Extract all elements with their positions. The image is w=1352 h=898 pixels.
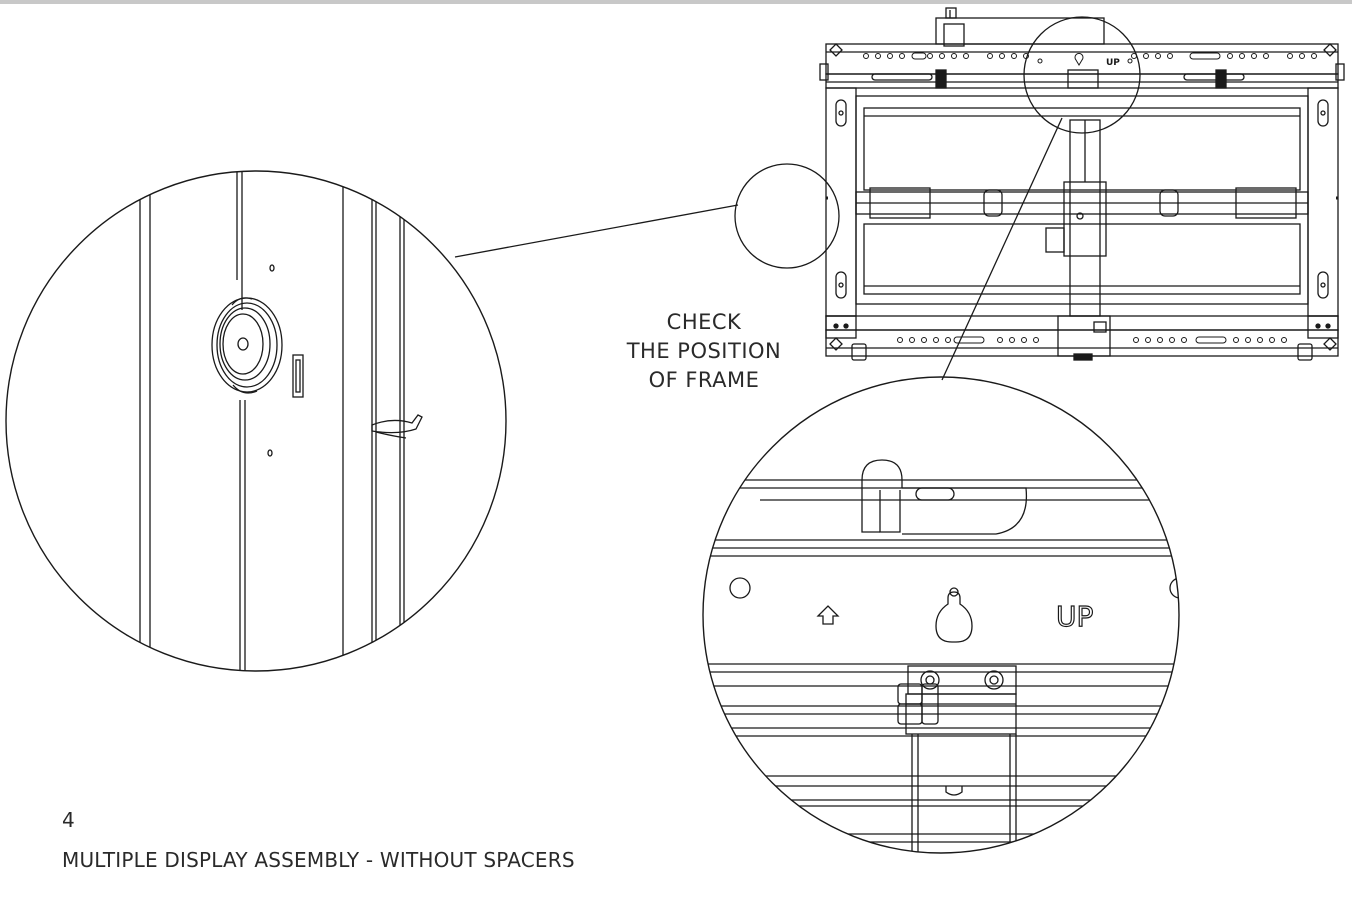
callout-line-1: CHECK: [666, 310, 742, 334]
top-divider-bar: [0, 0, 1352, 4]
detail-circle-top-view: [702, 376, 1180, 854]
leader-line-left: [454, 204, 739, 258]
leader-line-right: [941, 117, 1063, 381]
callout-circle-side: [734, 163, 840, 269]
detail-circle-side-view: [5, 170, 507, 672]
callout-circle-top: [1023, 16, 1141, 134]
wall-mount-frame: [819, 7, 1345, 361]
callout-line-3: OF FRAME: [648, 368, 760, 392]
callout-line-2: THE POSITION: [626, 339, 782, 363]
step-number: 4: [62, 808, 75, 832]
callout-text: CHECK THE POSITION OF FRAME: [594, 308, 814, 395]
detail-up-label: UP: [1056, 600, 1093, 633]
frame-up-label: UP: [1106, 58, 1120, 68]
step-title: MULTIPLE DISPLAY ASSEMBLY - WITHOUT SPAC…: [62, 848, 575, 872]
